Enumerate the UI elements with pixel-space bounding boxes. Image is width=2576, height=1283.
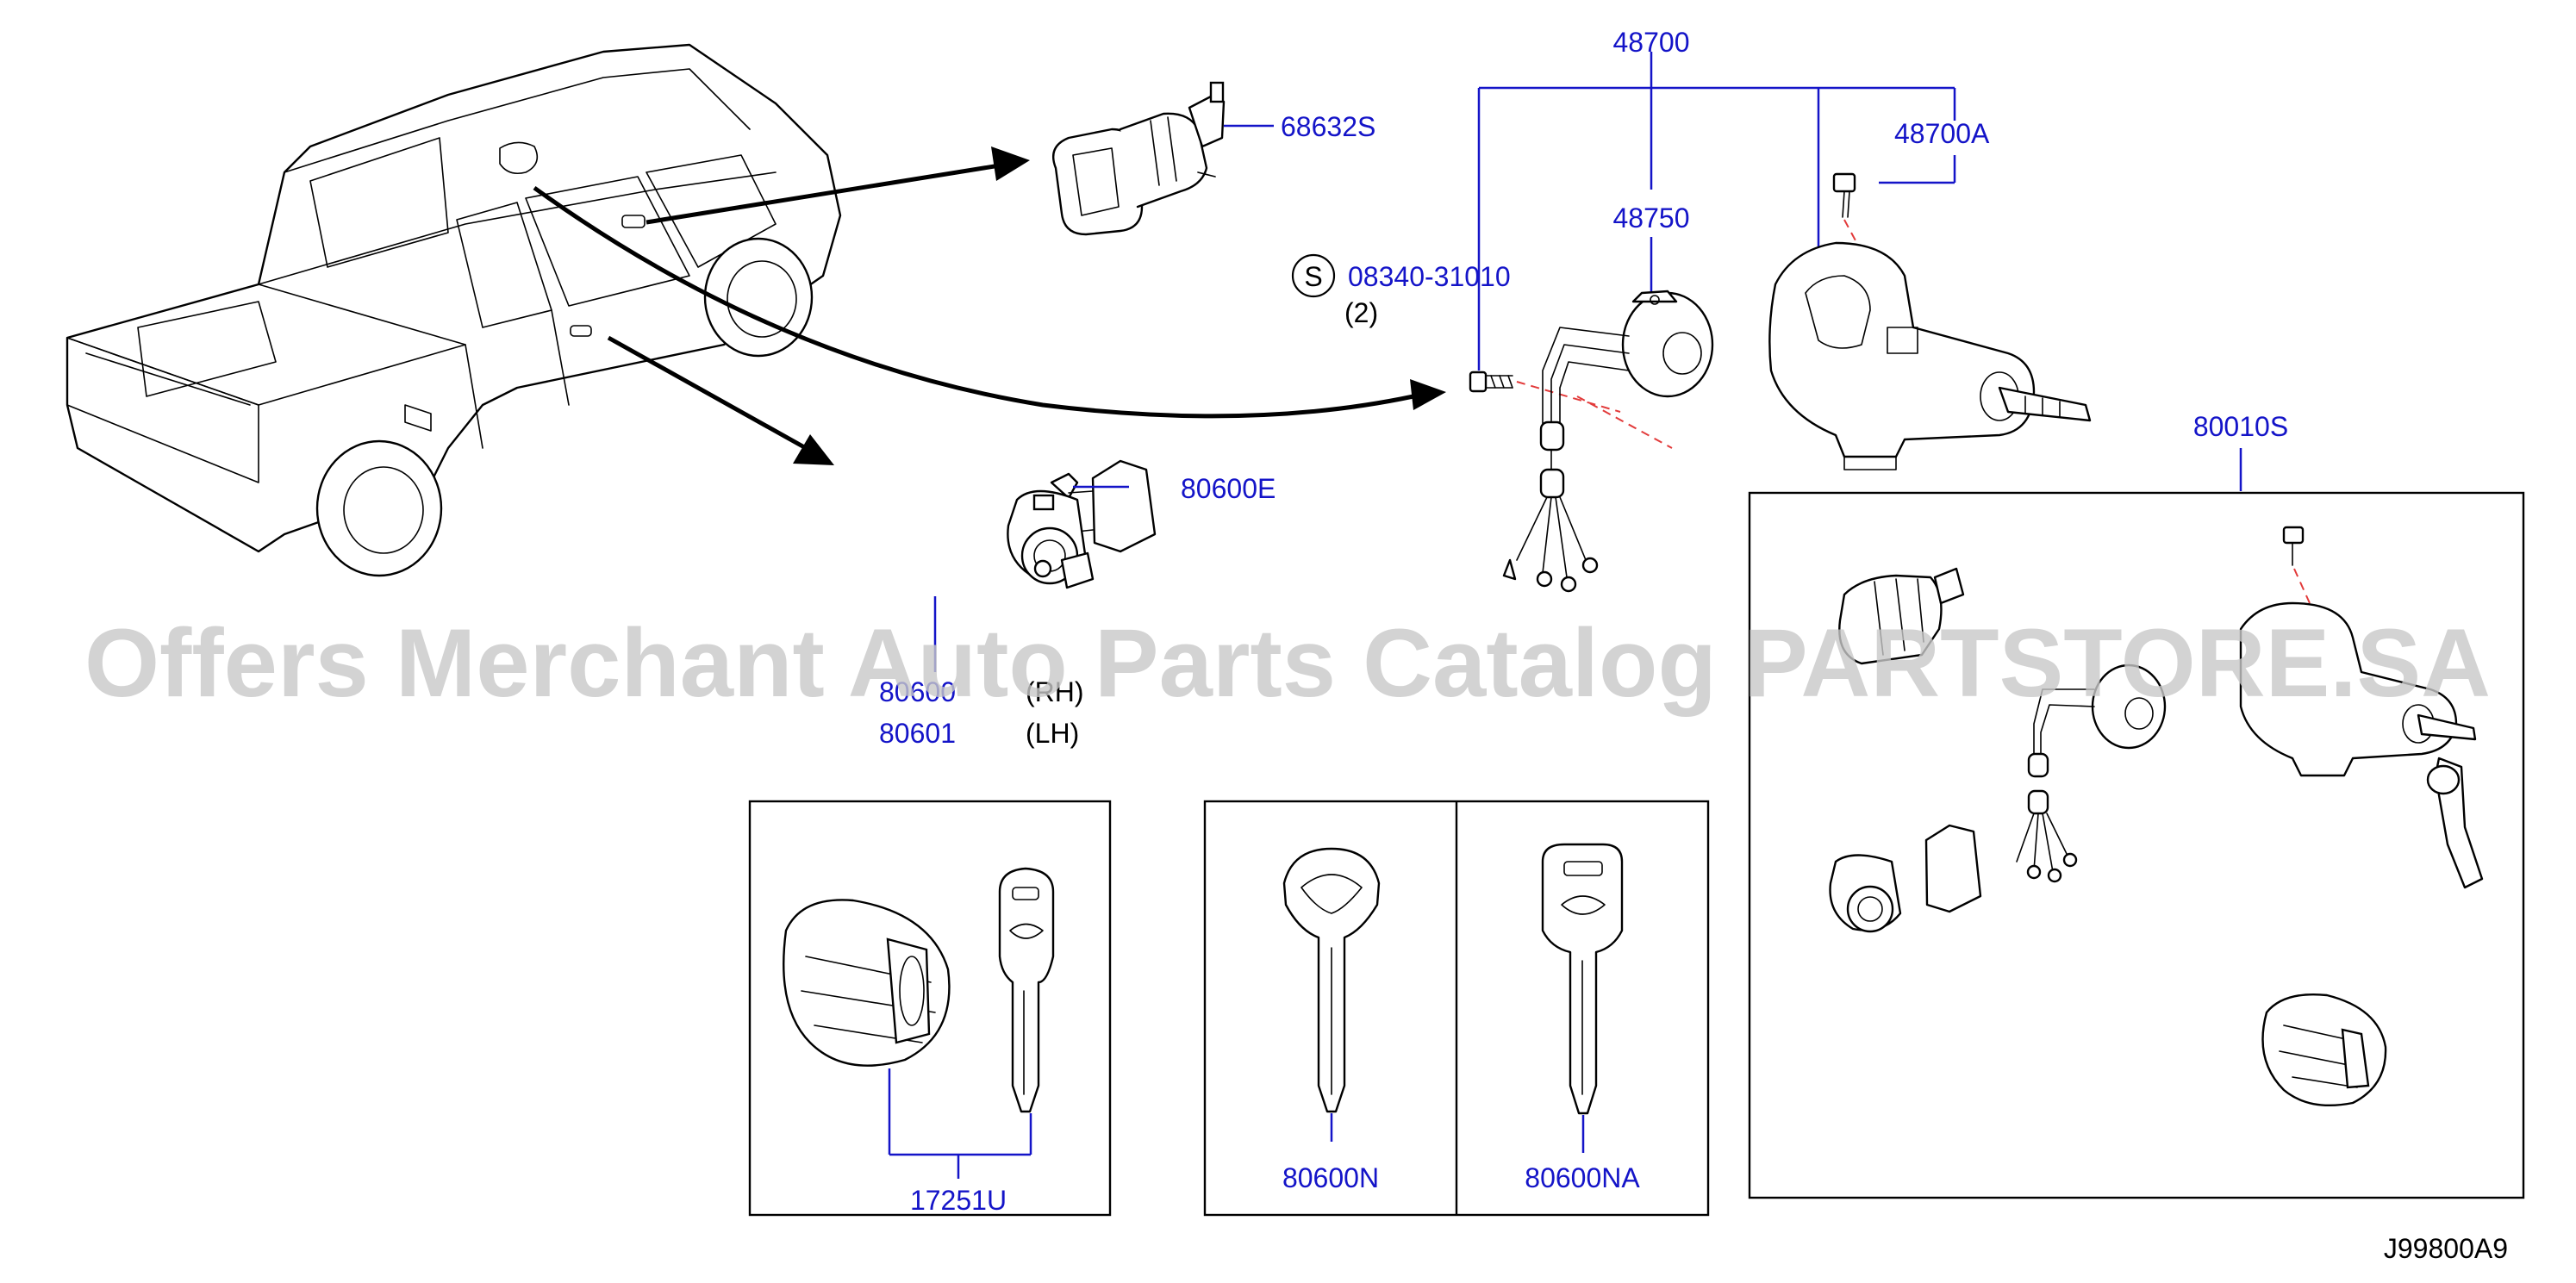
label-80600NA: 80600NA	[1525, 1162, 1640, 1193]
part-labels: 48700 48700A 48750 68632S S 08340-31010 …	[879, 27, 2508, 1264]
pickup-truck-illustration	[65, 43, 842, 577]
kit-80010S-box	[1748, 448, 2525, 1199]
kit-keys-box	[1203, 800, 1710, 1217]
label-08340-31010: 08340-31010	[1348, 261, 1511, 292]
part-48750-ignition-switch	[1502, 290, 1714, 593]
part-80600N-key	[1282, 847, 1381, 1142]
diagram-code: J99800A9	[2384, 1233, 2508, 1264]
leaders-48700-group	[1477, 52, 1956, 371]
standard-part-symbol: S	[1291, 253, 1336, 298]
part-08340-31010-screw	[1469, 371, 1621, 413]
part-48700A-bolt-steering-lock	[1768, 172, 2092, 470]
label-80600N: 80600N	[1282, 1162, 1379, 1193]
label-08340-quantity: (2)	[1344, 297, 1378, 328]
label-80010S: 80010S	[2193, 411, 2288, 442]
part-80600NA-key	[1541, 843, 1624, 1153]
label-48700: 48700	[1613, 27, 1690, 58]
standard-symbol-letter: S	[1304, 261, 1322, 292]
label-lh: (LH)	[1026, 718, 1079, 749]
label-68632S: 68632S	[1281, 111, 1375, 142]
label-17251U: 17251U	[910, 1185, 1007, 1216]
part-80600-door-lock	[933, 459, 1157, 672]
label-80601: 80601	[879, 718, 956, 749]
kit-17251U-box	[748, 800, 1112, 1217]
watermark-text: Offers Merchant Auto Parts Catalog PARTS…	[84, 609, 2491, 717]
label-80600E: 80600E	[1181, 473, 1276, 504]
kit-80010S-frame	[1748, 491, 2525, 1199]
part-68632S-lock-cylinder	[1051, 81, 1274, 236]
label-80600: 80600	[879, 676, 956, 707]
label-rh: (RH)	[1026, 676, 1084, 707]
label-48750: 48750	[1613, 202, 1690, 234]
callout-arrows	[533, 146, 1446, 465]
kit-17251U-frame	[748, 800, 1112, 1217]
label-48700A: 48700A	[1894, 118, 1990, 149]
